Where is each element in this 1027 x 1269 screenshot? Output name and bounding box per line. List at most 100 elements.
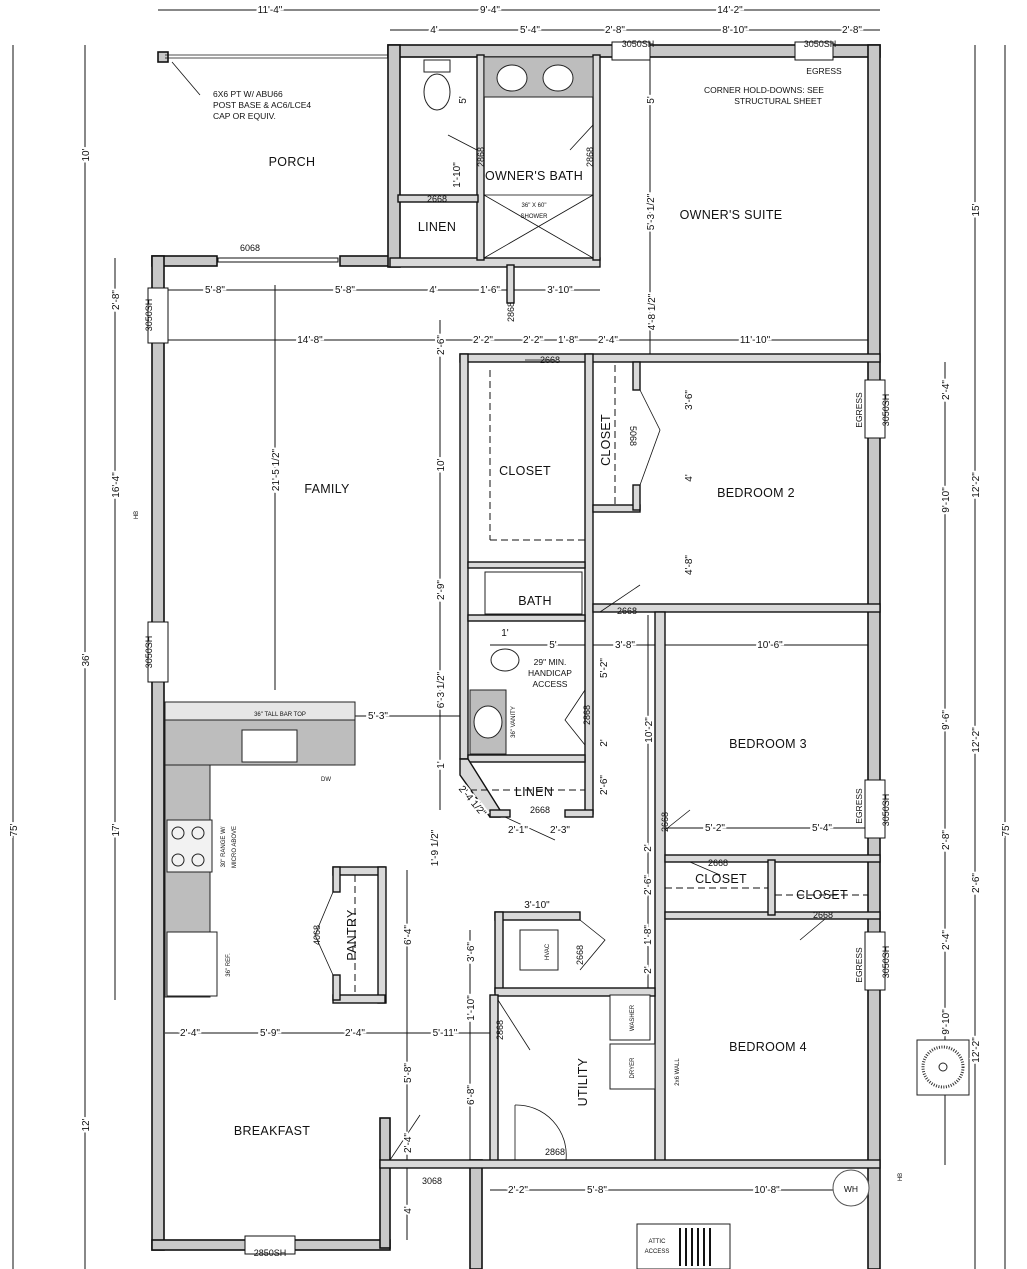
room-linen: LINEN — [515, 785, 553, 799]
washer-icon — [609, 994, 651, 1041]
attic-stair-icon — [679, 1228, 711, 1266]
door-tag: 2668 — [530, 805, 550, 815]
door-tag: 5068 — [628, 426, 638, 446]
toilet-icon — [423, 73, 451, 111]
dimension: 2'-9" — [436, 580, 447, 600]
dimension: 12' — [81, 1118, 92, 1131]
attic-access[interactable] — [636, 1223, 731, 1269]
door-swings[interactable] — [314, 124, 826, 1161]
dimension: 2'-1" — [508, 825, 528, 836]
dimension: 2'-4" — [941, 930, 952, 950]
refrigerator-icon — [166, 931, 218, 997]
window-2850sh[interactable] — [244, 1235, 296, 1255]
dim-sides: 15' 2'-4" 9'-10" 12'-2" 9'-6" 12'-2" 2'-… — [7, 146, 1014, 1133]
window-3050sh[interactable] — [147, 621, 169, 683]
door-tag: 2868 — [476, 147, 486, 167]
attic-access-label: ACCESS — [645, 1249, 670, 1255]
window-tag: 2850SH — [254, 1248, 287, 1258]
room-bedroom-3: BEDROOM 3 — [729, 737, 807, 751]
dimension: 6'-4" — [403, 925, 414, 945]
dimension: 2'-6" — [436, 335, 447, 355]
handicap-note: HANDICAP — [528, 668, 572, 678]
dimension: 4'-8 1/2" — [647, 293, 658, 330]
dimension: 3'-6" — [466, 942, 477, 962]
room-bedroom-4: BEDROOM 4 — [729, 1040, 807, 1054]
window-tag: 3050SH — [881, 394, 891, 427]
porch-post — [157, 51, 169, 63]
dimension: 21'-5 1/2" — [271, 448, 282, 491]
door-tag: 2868 — [545, 1147, 565, 1157]
dimension: 10' — [436, 458, 447, 471]
dimension: 2'-3" — [550, 825, 570, 836]
dimension: 6'-8" — [466, 1085, 477, 1105]
dimension: 1' — [501, 628, 509, 639]
room-closet: CLOSET — [695, 872, 747, 886]
dimension: 4'-8" — [684, 555, 695, 575]
room-bedroom-2: BEDROOM 2 — [717, 486, 795, 500]
dimension: 2'-2" — [523, 335, 543, 346]
dimension: 4' — [403, 1206, 414, 1214]
dimension: 4' — [684, 474, 695, 482]
dimension: 5' — [549, 640, 557, 651]
dimension: 15' — [971, 203, 982, 216]
hose-bib-label: HB — [898, 1173, 904, 1181]
shower-note: SHOWER — [521, 214, 549, 220]
holddown-note: CORNER HOLD-DOWNS: SEE — [704, 85, 824, 95]
dimension-lines — [12, 9, 1006, 1269]
hose-bib-label: HB — [134, 511, 140, 519]
dimension: 5'-8" — [587, 1185, 607, 1196]
door-tag: 2868 — [582, 705, 592, 725]
post-note: POST BASE & AC6/LCE4 — [213, 100, 311, 110]
egress-label: EGRESS — [854, 788, 864, 824]
dryer-icon — [609, 1043, 656, 1090]
door-tag: 2868 — [506, 302, 516, 322]
window-3050sh[interactable] — [864, 779, 886, 839]
dimension: 1'-9 1/2" — [430, 829, 441, 866]
dimension: 75' — [9, 823, 20, 836]
wall-2x6-label: 2x6 WALL — [675, 1058, 681, 1086]
attic-access-label: ATTIC — [649, 1239, 667, 1245]
door-tag: 2668 — [617, 606, 637, 616]
refrigerator-note: 36" REF. — [226, 953, 232, 977]
dimension: 1'-10" — [452, 162, 463, 188]
dimension: 1'-8" — [558, 335, 578, 346]
dimension: 2'-4" — [345, 1028, 365, 1039]
dimension: 5' — [458, 96, 469, 104]
dimension: 2'-4" — [598, 335, 618, 346]
window-3050sh[interactable] — [147, 287, 169, 344]
dimension: 5'-2" — [705, 823, 725, 834]
window-3050sh[interactable] — [611, 41, 651, 61]
sink-icon — [542, 64, 574, 92]
dimension: 9'-6" — [941, 710, 952, 730]
window-tag: 3050SH — [881, 794, 891, 827]
window-3050sh[interactable] — [864, 379, 886, 439]
dimension: 17' — [111, 823, 122, 836]
dimension: 2'-8" — [111, 290, 122, 310]
window-tag: 3050SH — [804, 39, 837, 49]
dimension: 5'-3" — [368, 711, 388, 722]
dimension: 5'-8" — [205, 285, 225, 296]
door-tag: 6068 — [240, 243, 260, 253]
dimension: 16'-4" — [111, 472, 122, 498]
room-labels: PORCH OWNER'S BATH LINEN OWNER'S SUITE F… — [234, 155, 848, 1138]
dimension: 2'-8" — [941, 830, 952, 850]
dimension: 1'-6" — [480, 285, 500, 296]
dimension: 12'-2" — [971, 727, 982, 753]
slider-door-6068[interactable] — [217, 257, 339, 263]
dimension: 2' — [643, 844, 654, 852]
window-3050sh[interactable] — [794, 41, 834, 61]
dimension: 5'-11" — [433, 1028, 458, 1039]
door-tag: 2668 — [813, 910, 833, 920]
dimension: 11'-4" — [258, 5, 283, 16]
toilet-tank-icon — [423, 59, 451, 73]
dimension: 6'-3 1/2" — [436, 671, 447, 708]
dimension: 2'-4" — [941, 380, 952, 400]
window-3050sh[interactable] — [864, 931, 886, 991]
shower — [483, 194, 594, 259]
water-heater-icon — [832, 1169, 870, 1207]
door-window-tags: 3050SH 3050SH 6068 3050SH 3050SH 2868 26… — [144, 39, 891, 1258]
door-tag: 2668 — [427, 194, 447, 204]
room-porch: PORCH — [269, 155, 316, 169]
dimension: 3'-8" — [615, 640, 635, 651]
dimension: 4' — [429, 285, 437, 296]
